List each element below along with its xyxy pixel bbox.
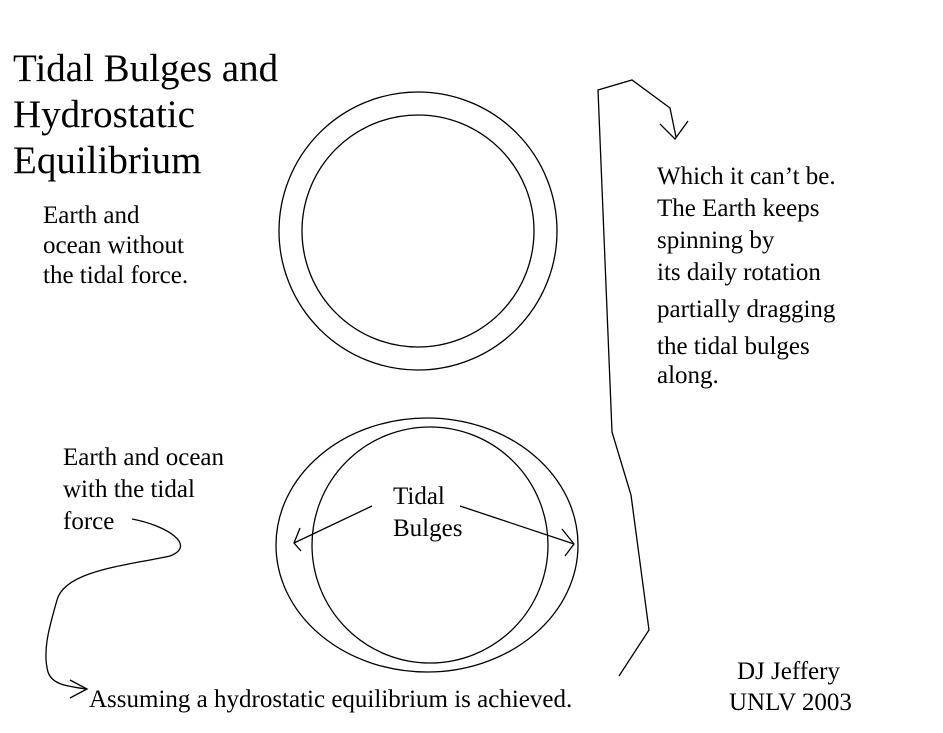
label-line: with the tidal [63, 476, 195, 503]
page-title: Tidal Bulges and Hydrostatic Equilibrium [13, 46, 278, 184]
label-line: Tidal [393, 483, 445, 510]
arrowhead-assumption [69, 679, 89, 699]
title-line: Equilibrium [13, 139, 202, 182]
label-line: along. [657, 362, 719, 389]
label-with-tide: Earth and ocean with the tidal force [63, 442, 224, 538]
label-line: spinning by [657, 227, 775, 254]
label-line: Which it can’t be. [657, 163, 836, 190]
label-line: partially dragging [657, 296, 836, 323]
credit-affiliation: UNLV 2003 [729, 689, 852, 716]
arrowhead-right-bulge [561, 528, 575, 557]
title-line: Hydrostatic [13, 93, 195, 136]
arrow-left-bulge [293, 505, 373, 544]
label-line: Earth and [43, 202, 140, 229]
label-line: force [63, 508, 115, 535]
label-line: Earth and ocean [63, 444, 225, 471]
earth-circle-no-tide [301, 114, 535, 348]
ocean-circle-no-tide [278, 91, 558, 371]
label-no-tide: Earth and ocean without the tidal force. [43, 201, 188, 291]
arrowhead-rotation [659, 120, 689, 140]
label-line: the tidal bulges [657, 333, 810, 360]
credit: DJ Jeffery UNLV 2003 [729, 656, 852, 718]
curve-arrow-rotation [597, 79, 677, 677]
label-line: Bulges [393, 515, 463, 542]
arrowhead-left-bulge [293, 527, 302, 552]
label-assumption: Assuming a hydrostatic equilibrium is ac… [89, 686, 573, 713]
arrow-right-bulge [459, 505, 575, 545]
title-line: Tidal Bulges and [13, 47, 279, 90]
squiggle-arrow-assumption [45, 518, 182, 690]
label-line: ocean without [43, 232, 184, 259]
earth-circle-with-tide [311, 426, 549, 664]
credit-author: DJ Jeffery [737, 658, 840, 685]
label-line: its daily rotation [657, 259, 821, 286]
ocean-bulged-ellipse [275, 417, 579, 673]
label-rotation-note: Which it can’t be. The Earth keeps spinn… [657, 161, 836, 392]
label-tidal-bulges: Tidal Bulges [393, 481, 462, 545]
label-line: The Earth keeps [657, 195, 820, 222]
label-line: the tidal force. [43, 262, 189, 289]
